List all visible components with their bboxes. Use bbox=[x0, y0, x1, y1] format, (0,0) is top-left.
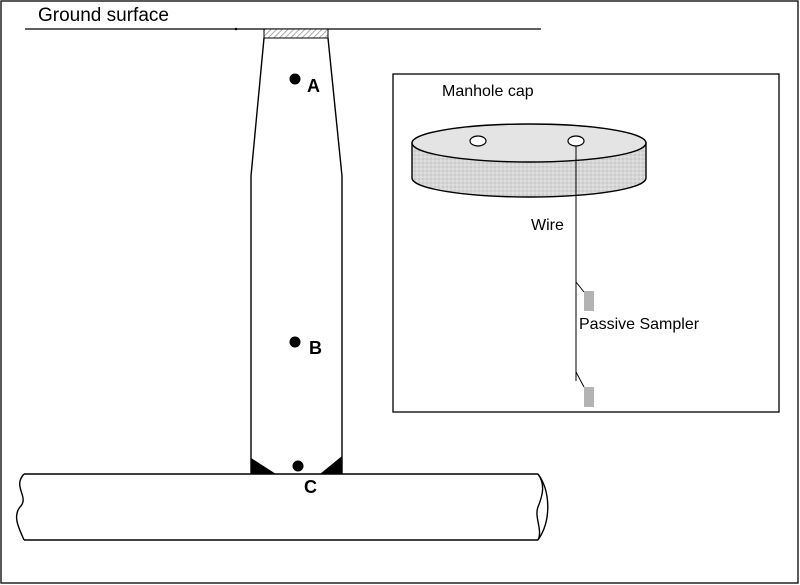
sampling-point-b-label: B bbox=[309, 338, 322, 358]
wire-label: Wire bbox=[531, 217, 564, 234]
manhole-cover bbox=[263, 28, 329, 39]
cap-hole-right bbox=[567, 135, 585, 147]
cap-hole-left bbox=[469, 135, 487, 147]
ground-dot bbox=[234, 27, 238, 31]
junction-fillet-right bbox=[320, 456, 342, 474]
wire-branch-upper bbox=[575, 281, 585, 293]
manhole-cap-label: Manhole cap bbox=[442, 83, 534, 100]
manhole-shaft bbox=[250, 37, 343, 474]
sampling-point-c-label: C bbox=[304, 477, 317, 497]
ground-surface-label: Ground surface bbox=[38, 5, 169, 26]
sampling-point-c-marker bbox=[292, 460, 304, 472]
passive-sampler-lower bbox=[584, 387, 594, 407]
sampling-point-b-marker bbox=[289, 336, 301, 348]
sewer-pipe bbox=[15, 473, 549, 541]
sampling-point-a-label: A bbox=[307, 76, 320, 96]
sampling-point-a-marker bbox=[289, 73, 301, 85]
passive-sampler-label: Passive Sampler bbox=[579, 316, 700, 333]
junction-fillet-left bbox=[251, 458, 276, 474]
passive-sampler-upper bbox=[584, 291, 594, 311]
inset-frame bbox=[392, 73, 780, 413]
manhole-cap-cylinder bbox=[411, 123, 647, 198]
wire-branch-lower bbox=[575, 371, 585, 388]
